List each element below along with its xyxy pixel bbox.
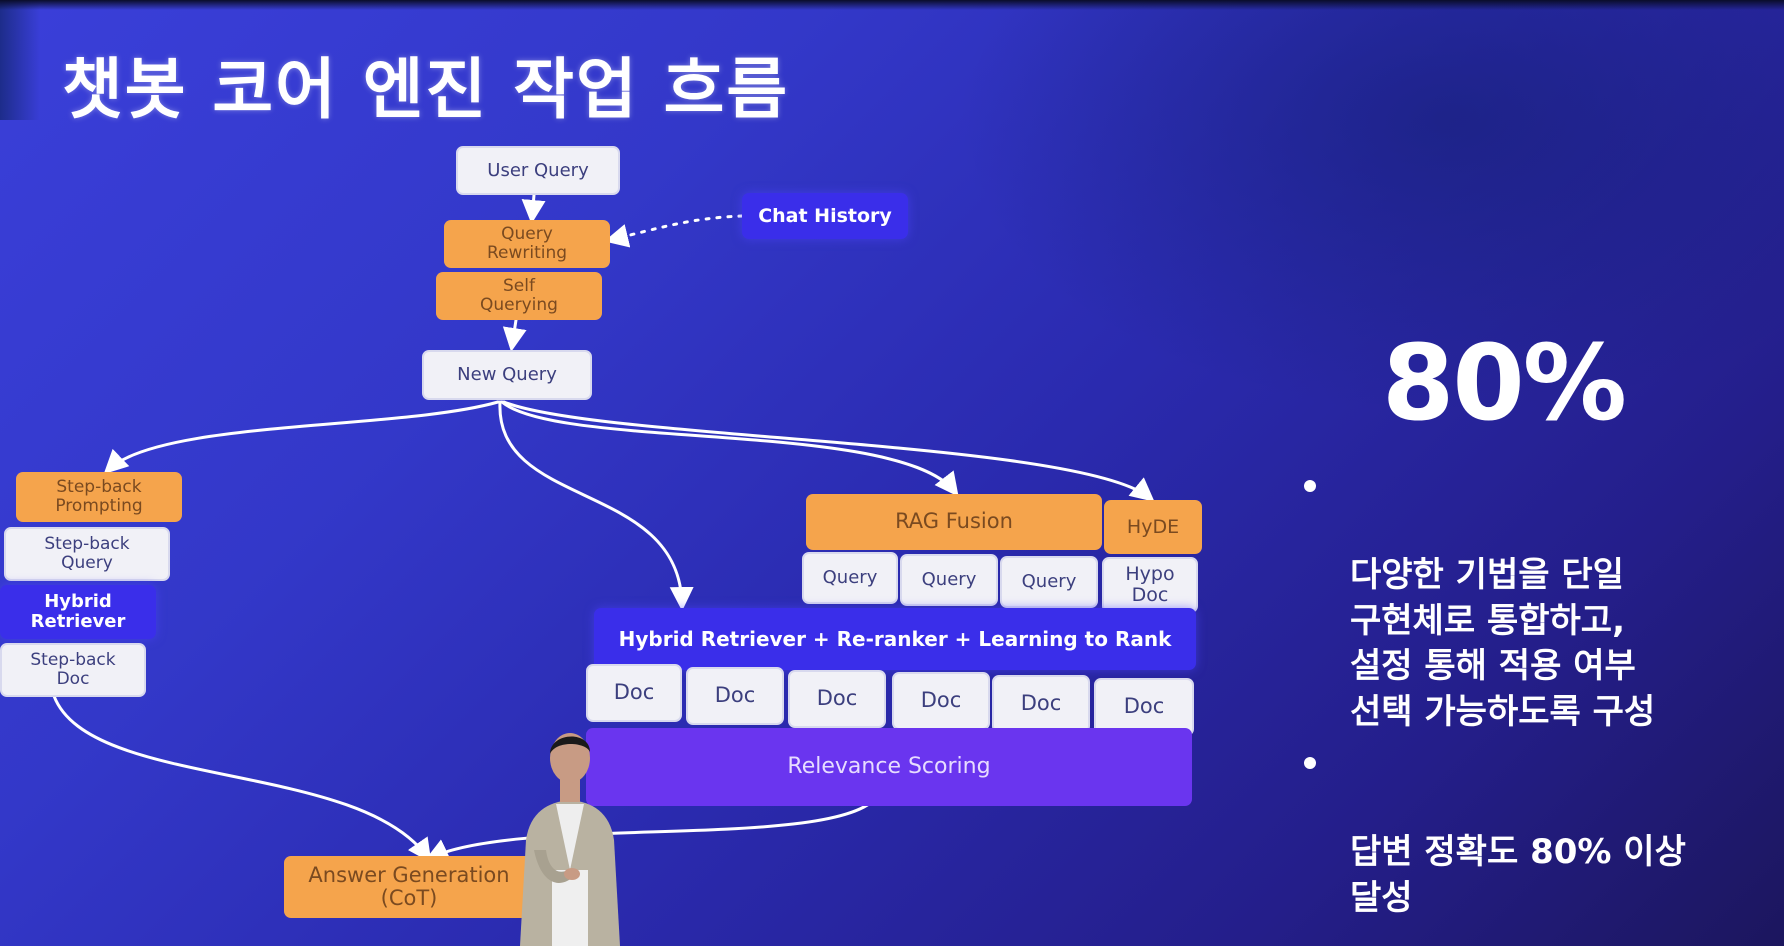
arrow-userquery-to-rewriting [521,193,546,224]
doc-3: Doc [788,670,886,728]
slide-corner-shade [0,0,40,120]
curve-stepbackdoc-to-answer [52,694,432,863]
self-querying-node: Self Querying [436,272,602,320]
hybrid-retriever-node: Hybrid Retriever [0,585,156,639]
fusion-query-3: Query [1000,556,1098,608]
presenter-figure [520,733,620,946]
curve-newquery-to-hyde [502,400,1155,502]
presenter-silhouette [520,733,620,946]
doc-2: Doc [686,667,784,725]
bullet-dot-icon [1304,480,1316,492]
doc-5: Doc [992,675,1090,733]
curve-newquery-to-ragfusion [500,400,959,497]
chat-history-node: Chat History [742,193,908,239]
curve-newquery-to-stepback [103,400,500,475]
step-back-query-node: Step-back Query [4,527,170,581]
step-back-prompting-node: Step-back Prompting [16,472,182,522]
user-query-node: User Query [456,146,620,195]
accuracy-stat: 80% [1382,322,1627,444]
arrow-selfquery-to-newquery [502,318,527,352]
doc-6: Doc [1094,678,1194,736]
hypo-doc-node: Hypo Doc [1102,557,1198,613]
bullet-item: 답변 정확도 80% 이상 달성 [1296,739,1726,921]
hybrid-pipeline-node: Hybrid Retriever + Re-ranker + Learning … [594,608,1196,670]
curve-relevance-to-answer [424,796,878,862]
step-back-doc-node: Step-back Doc [0,643,146,697]
screen-top-edge [0,0,1784,10]
curve-newquery-to-hybridpipeline [498,400,694,611]
answer-generation-node: Answer Generation (CoT) [284,856,534,918]
dotted-chathistory-to-rewriting [604,214,744,248]
new-query-node: New Query [422,350,592,400]
bullet-item: 다양한 기법을 단일 구현체로 통합하고, 설정 통해 적용 여부 선택 가능하… [1296,462,1726,735]
hyde-node: HyDE [1104,500,1202,554]
relevance-scoring-node: Relevance Scoring [586,728,1192,806]
query-rewriting-node: Query Rewriting [444,220,610,268]
bullet-dot-icon [1304,757,1316,770]
bullet-text: 답변 정확도 80% 이상 달성 [1350,832,1686,918]
doc-4: Doc [892,672,990,730]
doc-1: Doc [586,664,682,722]
bullet-text: 다양한 기법을 단일 구현체로 통합하고, 설정 통해 적용 여부 선택 가능하… [1350,555,1656,732]
fusion-query-1: Query [802,552,898,604]
fusion-query-2: Query [900,554,998,606]
slide-title: 챗봇 코어 엔진 작업 흐름 [62,51,790,128]
summary-bullets: 다양한 기법을 단일 구현체로 통합하고, 설정 통해 적용 여부 선택 가능하… [1296,462,1726,921]
rag-fusion-node: RAG Fusion [806,494,1102,550]
